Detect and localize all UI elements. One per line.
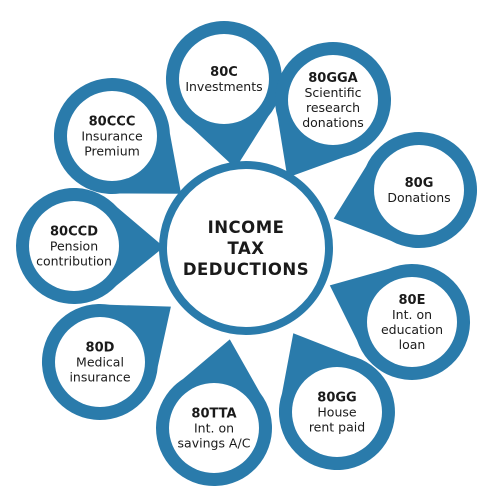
center-hub-label-line: INCOME xyxy=(208,218,285,237)
petal-80d-title: 80D xyxy=(86,341,115,356)
petal-80c-inner xyxy=(179,34,269,124)
petal-80gga-text-line: donations xyxy=(302,115,364,130)
petal-80gg-text-line: House xyxy=(317,405,356,420)
petal-80ccc-title: 80CCC xyxy=(89,115,136,130)
petal-80ccc-inner xyxy=(67,91,157,181)
petal-80e-inner xyxy=(367,277,457,367)
petal-80e-text-line: education xyxy=(381,322,443,337)
petal-80ccc-text-line: Premium xyxy=(84,144,140,159)
petal-80e-text-line: loan xyxy=(399,337,426,352)
petal-80gg-text-line: rent paid xyxy=(309,420,365,435)
center-hub-ring xyxy=(159,161,333,335)
petal-80gga-inner xyxy=(288,55,378,145)
petal-80gg-title: 80GG xyxy=(317,391,356,406)
petal-80gga-text-line: research xyxy=(306,100,360,115)
petal-80ccd-text-line: contribution xyxy=(36,254,112,269)
petal-80e-text-line: Int. on xyxy=(392,307,432,322)
petal-80e-title: 80E xyxy=(399,293,426,308)
petal-80ccc-text-line: Insurance xyxy=(81,129,143,144)
petal-80gga-title: 80GGA xyxy=(308,71,358,86)
petal-80gga-text-line: Scientific xyxy=(304,85,361,100)
petal-80ccd-text-line: Pension xyxy=(50,239,98,254)
petal-80gg-inner xyxy=(292,367,382,457)
petal-80tta-inner xyxy=(169,383,259,473)
petal-80d-text-line: Medical xyxy=(76,355,124,370)
center-hub-label-line: DEDUCTIONS xyxy=(183,260,309,279)
petal-80g-text-line: Donations xyxy=(387,190,450,205)
petal-80ccd-inner xyxy=(29,201,119,291)
petal-80tta-text-line: savings A/C xyxy=(178,436,251,451)
petal-80tta-text-line: Int. on xyxy=(194,421,234,436)
petal-80g-inner xyxy=(374,145,464,235)
petal-80c-text-line: Investments xyxy=(185,79,262,94)
petal-80d-text-line: insurance xyxy=(69,370,130,385)
center-hub: INCOME TAX DEDUCTIONS xyxy=(159,161,333,335)
petals-layer: 80CInvestments80GGAScientificresearchdon… xyxy=(16,20,478,487)
petal-80ccd-title: 80CCD xyxy=(50,225,98,240)
petal-80g-title: 80G xyxy=(405,176,434,191)
center-hub-label-line: TAX xyxy=(228,239,265,258)
center-hub-label: INCOME TAX DEDUCTIONS xyxy=(183,218,309,279)
petal-80tta-title: 80TTA xyxy=(191,407,236,422)
petal-80d-inner xyxy=(55,317,145,407)
petal-80c-title: 80C xyxy=(210,65,238,80)
